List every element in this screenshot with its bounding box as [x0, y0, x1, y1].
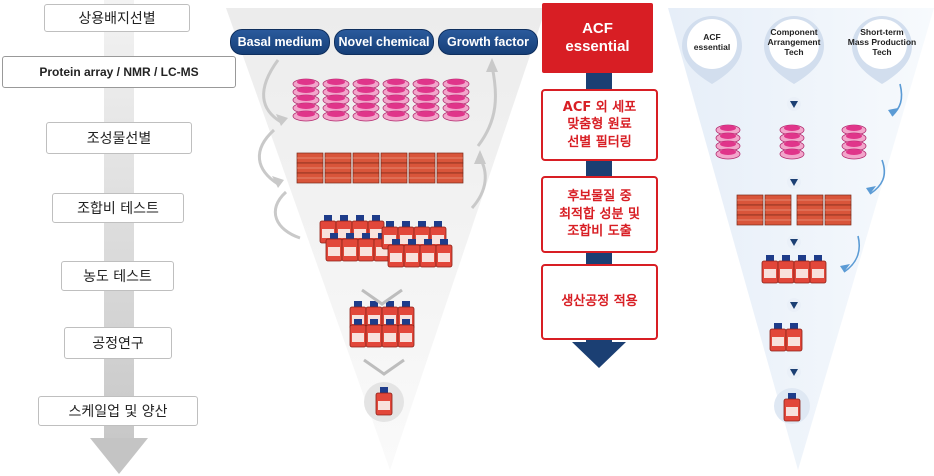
step-scale-up: 스케일업 및 양산: [38, 396, 198, 426]
center-box-filtering: ACF 외 세포 맞춤형 원료 선별 필터링: [541, 89, 658, 161]
step-composition-select: 조성물선별: [46, 122, 192, 154]
input-basal-medium: Basal medium: [230, 29, 330, 55]
input-growth-factor: Growth factor: [438, 29, 538, 55]
funnel-illustration: [226, 8, 546, 470]
tech-pin-mass-production: Short-term Mass Production Tech: [847, 27, 917, 57]
input-novel-chemical: Novel chemical: [334, 29, 434, 55]
step-process-research: 공정연구: [64, 327, 172, 359]
center-box-optimal: 후보물질 중 최적합 성분 및 조합비 도출: [541, 176, 658, 253]
center-box-production: 생산공정 적용: [541, 264, 658, 340]
step-commercial-media: 상용배지선별: [44, 4, 190, 32]
tech-pin-acf-essential: ACF essential: [693, 32, 731, 52]
center-header: ACF essential: [542, 3, 653, 73]
step-concentration-test: 농도 테스트: [61, 261, 174, 291]
tech-blue-arrows: [843, 83, 903, 273]
step-ratio-test: 조합비 테스트: [52, 193, 184, 223]
tech-pin-component-arrangement: Component Arrangement Tech: [767, 27, 821, 57]
step-protein-array: Protein array / NMR / LC-MS: [2, 56, 236, 88]
tech-funnel-illustration: [668, 8, 934, 470]
